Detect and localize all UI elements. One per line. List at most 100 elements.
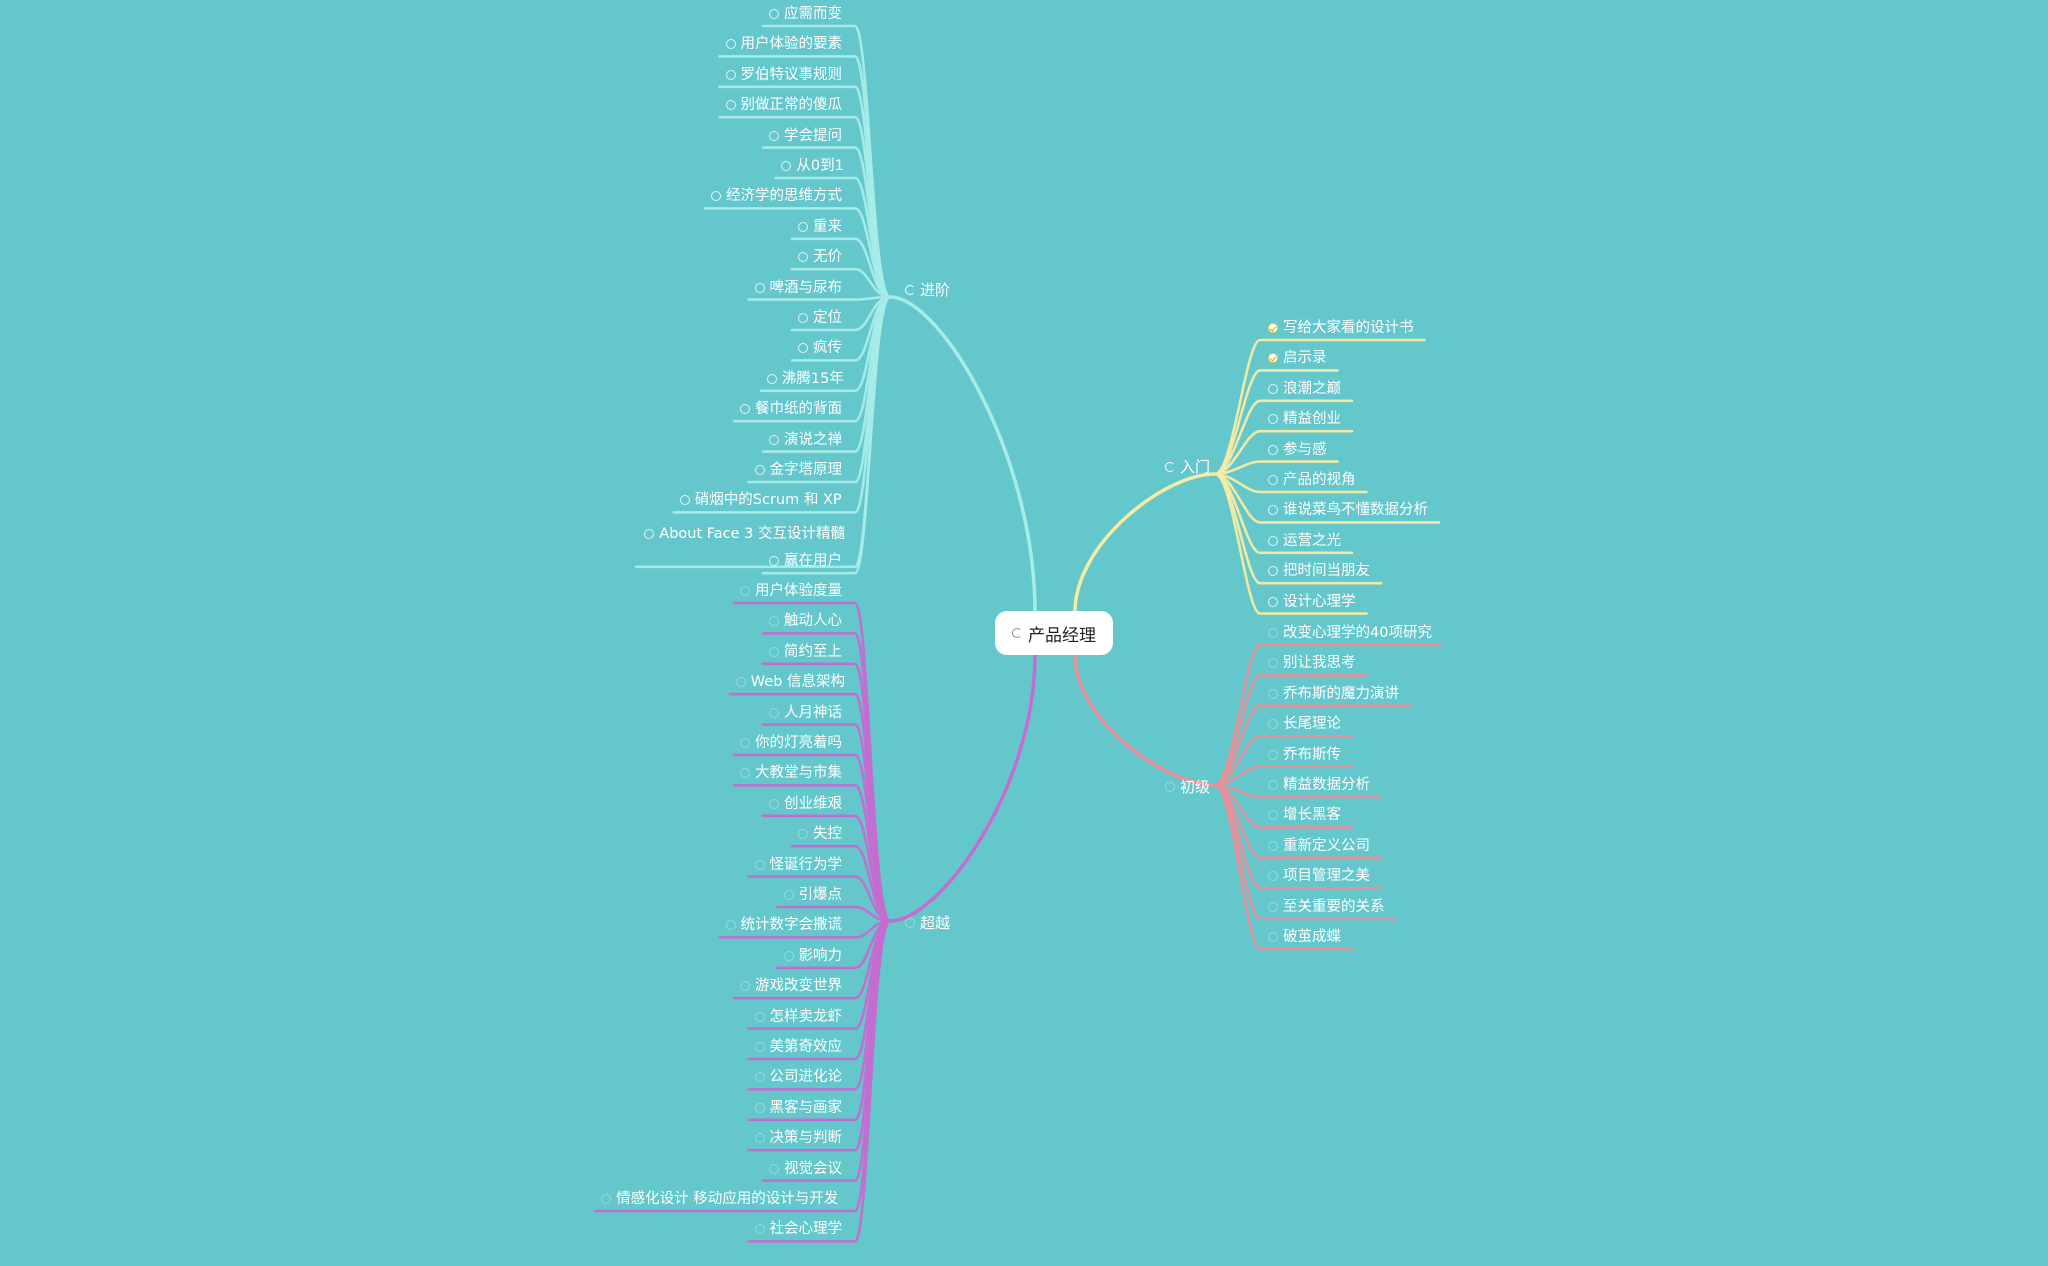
- progress-icon: [725, 920, 736, 931]
- progress-icon: [1165, 781, 1175, 792]
- root-node[interactable]: 产品经理: [995, 611, 1113, 655]
- leaf-node[interactable]: 啤酒与尿布: [754, 279, 843, 297]
- leaf-label: 怎样卖龙虾: [769, 1008, 843, 1025]
- leaf-node[interactable]: 创业维艰: [769, 795, 842, 813]
- leaf-node[interactable]: 公司进化论: [754, 1068, 843, 1086]
- leaf-node[interactable]: 怪诞行为学: [754, 856, 842, 874]
- leaf-label: 从0到1: [796, 158, 844, 174]
- root-label: 产品经理: [1028, 625, 1096, 646]
- leaf-node[interactable]: 重来: [798, 218, 842, 236]
- leaf-node[interactable]: 学会提问: [769, 127, 842, 145]
- leaf-node[interactable]: 决策与判断: [754, 1129, 842, 1147]
- leaf-node[interactable]: 社会心理学: [754, 1220, 843, 1238]
- leaf-node[interactable]: 疯传: [798, 339, 842, 357]
- branch-jinjie[interactable]: 进阶: [905, 279, 950, 300]
- leaf-node[interactable]: 浪潮之巅: [1268, 380, 1341, 398]
- branch-chaoyue[interactable]: 超越: [905, 912, 950, 933]
- leaf-node[interactable]: 产品的视角: [1268, 471, 1356, 489]
- leaf-node[interactable]: 你的灯亮着吗: [740, 734, 842, 752]
- progress-icon: [644, 528, 655, 539]
- leaf-node[interactable]: 至关重要的关系: [1268, 898, 1385, 916]
- leaf-node[interactable]: 定位: [798, 309, 842, 327]
- leaf-node[interactable]: 金字塔原理: [754, 461, 842, 479]
- leaf-node[interactable]: 增长黑客: [1268, 806, 1341, 824]
- leaf-label: 定位: [813, 310, 842, 326]
- leaf-node[interactable]: 项目管理之美: [1268, 867, 1370, 885]
- leaf-node[interactable]: 简约至上: [769, 643, 842, 661]
- progress-icon: [769, 130, 779, 141]
- progress-icon: [769, 9, 779, 19]
- progress-icon: [725, 69, 736, 80]
- leaf-node[interactable]: 参与感: [1268, 441, 1327, 459]
- leaf-node[interactable]: 黑客与画家: [754, 1099, 842, 1117]
- leaf-node[interactable]: 人月神话: [769, 704, 842, 722]
- leaf-label: 视觉会议: [784, 1160, 842, 1177]
- leaf-label: 啤酒与尿布: [769, 279, 843, 296]
- leaf-node[interactable]: 别让我思考: [1268, 654, 1356, 672]
- leaf-node[interactable]: Web 信息架构: [735, 673, 845, 691]
- leaf-node[interactable]: About Face 3 交互设计精髓: [642, 525, 845, 543]
- leaf-node[interactable]: 演说之禅: [769, 431, 842, 449]
- leaf-label: 精益数据分析: [1283, 777, 1370, 793]
- progress-icon: [798, 252, 808, 263]
- progress-icon: [754, 1011, 765, 1022]
- leaf-node[interactable]: 用户体验度量: [740, 582, 842, 600]
- leaf-label: 游戏改变世界: [755, 978, 842, 995]
- leaf-node[interactable]: 破茧成蝶: [1268, 928, 1341, 946]
- leaf-node[interactable]: 触动人心: [769, 612, 842, 630]
- connector-line: [1073, 472, 1217, 614]
- leaf-label: 写给大家看的设计书: [1283, 320, 1414, 336]
- branch-chuji[interactable]: 初级: [1165, 776, 1210, 797]
- leaf-node[interactable]: 美第奇效应: [754, 1038, 842, 1056]
- leaf-node[interactable]: 沸腾15年: [766, 370, 844, 388]
- leaf-label: 至关重要的关系: [1283, 898, 1385, 915]
- leaf-node[interactable]: 情感化设计 移动应用的设计与开发: [601, 1190, 838, 1208]
- branch-rumen[interactable]: 入门: [1165, 456, 1210, 477]
- leaf-label: 公司进化论: [769, 1069, 843, 1086]
- leaf-node[interactable]: 影响力: [783, 947, 842, 965]
- leaf-node[interactable]: 运营之光: [1268, 532, 1341, 550]
- leaf-node[interactable]: 失控: [798, 825, 842, 843]
- progress-icon: [1268, 871, 1278, 882]
- progress-icon: [740, 738, 750, 748]
- leaf-node[interactable]: 长尾理论: [1268, 715, 1341, 733]
- leaf-node[interactable]: 从0到1: [781, 157, 844, 175]
- connector-line: [1073, 653, 1217, 787]
- leaf-node[interactable]: 乔布斯传: [1268, 746, 1341, 764]
- leaf-node[interactable]: 硝烟中的Scrum 和 XP: [679, 491, 842, 509]
- progress-icon: [769, 556, 779, 567]
- leaf-label: 社会心理学: [769, 1221, 843, 1238]
- leaf-label: 无价: [813, 249, 842, 266]
- leaf-node[interactable]: 重新定义公司: [1268, 837, 1370, 855]
- leaf-node[interactable]: 启示录: [1268, 349, 1327, 367]
- leaf-node[interactable]: 谁说菜鸟不懂数据分析: [1268, 501, 1428, 519]
- leaf-node[interactable]: 乔布斯的魔力演讲: [1268, 685, 1399, 703]
- branch-label: 入门: [1180, 458, 1211, 476]
- leaf-node[interactable]: 赢在用户: [769, 552, 842, 570]
- leaf-node[interactable]: 应需而变: [769, 5, 842, 23]
- leaf-node[interactable]: 怎样卖龙虾: [754, 1008, 843, 1026]
- leaf-node[interactable]: 无价: [798, 248, 842, 266]
- leaf-node[interactable]: 设计心理学: [1268, 593, 1356, 611]
- progress-icon: [754, 1042, 765, 1052]
- leaf-node[interactable]: 视觉会议: [769, 1160, 842, 1178]
- leaf-node[interactable]: 别做正常的傻瓜: [725, 96, 842, 114]
- leaf-node[interactable]: 引爆点: [783, 886, 842, 904]
- leaf-node[interactable]: 精益数据分析: [1268, 776, 1370, 794]
- leaf-node[interactable]: 经济学的思维方式: [711, 187, 842, 205]
- leaf-node[interactable]: 改变心理学的40项研究: [1268, 624, 1432, 642]
- progress-icon: [1268, 383, 1278, 394]
- leaf-node[interactable]: 用户体验的要素: [725, 35, 842, 53]
- leaf-node[interactable]: 精益创业: [1268, 410, 1341, 428]
- leaf-node[interactable]: 统计数字会撒谎: [725, 916, 842, 934]
- leaf-node[interactable]: 大教堂与市集: [740, 764, 842, 782]
- progress-icon: [754, 859, 765, 870]
- leaf-node[interactable]: 游戏改变世界: [740, 977, 842, 995]
- progress-icon: [754, 1133, 765, 1144]
- connector-line: [1213, 399, 1354, 476]
- leaf-node[interactable]: 把时间当朋友: [1268, 562, 1370, 580]
- leaf-node[interactable]: 餐巾纸的背面: [740, 400, 842, 418]
- leaf-node[interactable]: 写给大家看的设计书: [1268, 319, 1414, 337]
- leaf-node[interactable]: 罗伯特议事规则: [725, 66, 842, 84]
